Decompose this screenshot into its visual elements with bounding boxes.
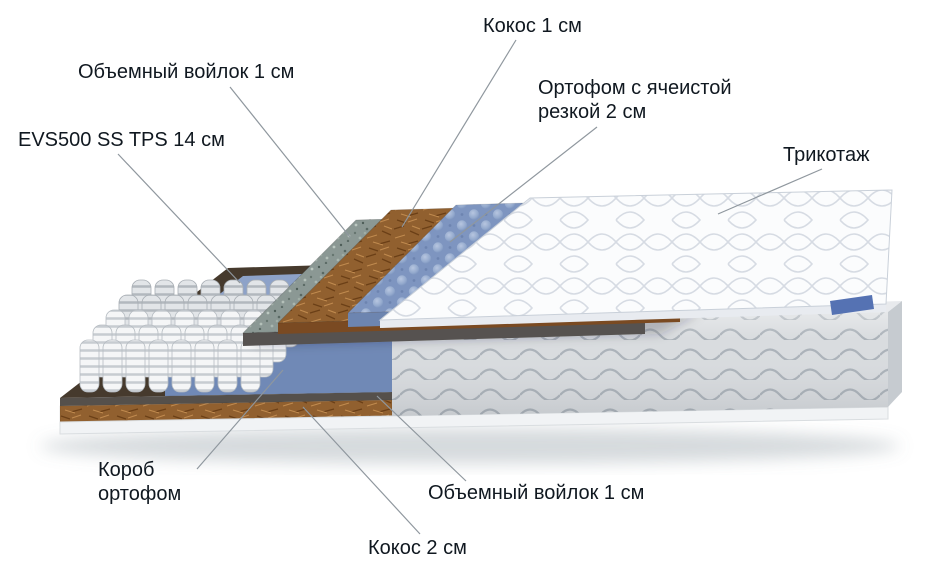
leader-felt-top-1cm: [229, 86, 351, 238]
leader-coir-2cm: [302, 406, 421, 535]
leader-knit-cover: [717, 168, 823, 215]
leader-egg-foam-2cm: [449, 126, 598, 243]
spring-coil: [148, 339, 169, 393]
label-coir-2cm: Кокос 2 см: [368, 537, 467, 559]
brand-tag: [830, 295, 874, 315]
label-springs-evs500: EVS500 SS TPS 14 см: [18, 129, 225, 151]
label-egg-foam-2cm: Ортофом с ячеистой резкой 2 см: [538, 77, 732, 123]
quilted-cover: [378, 189, 893, 328]
side-fabric-right-edge: [888, 301, 902, 407]
spring-coil: [171, 339, 192, 393]
label-felt-bottom-1cm: Объемный войлок 1 см: [428, 482, 645, 504]
spring-coil: [79, 339, 100, 393]
label-foam-box: Короб ортофом: [98, 459, 182, 505]
label-felt-top-1cm: Объемный войлок 1 см: [78, 61, 295, 83]
spring-coil: [125, 339, 146, 393]
mattress-shadow: [40, 428, 900, 464]
spring-coil: [217, 339, 238, 393]
leader-foam-box: [196, 369, 284, 470]
base-felt-1cm-band: [60, 392, 392, 406]
leader-felt-bottom-1cm: [376, 395, 467, 482]
leader-coir-1cm: [401, 39, 517, 228]
spring-coil: [194, 339, 215, 393]
label-knit-cover: Трикотаж: [783, 144, 870, 166]
leader-lines: [117, 39, 823, 535]
spring-coil: [240, 339, 261, 393]
label-coir-1cm: Кокос 1 см: [483, 15, 582, 37]
spring-coil: [102, 339, 123, 393]
leader-springs-evs500: [117, 153, 241, 284]
